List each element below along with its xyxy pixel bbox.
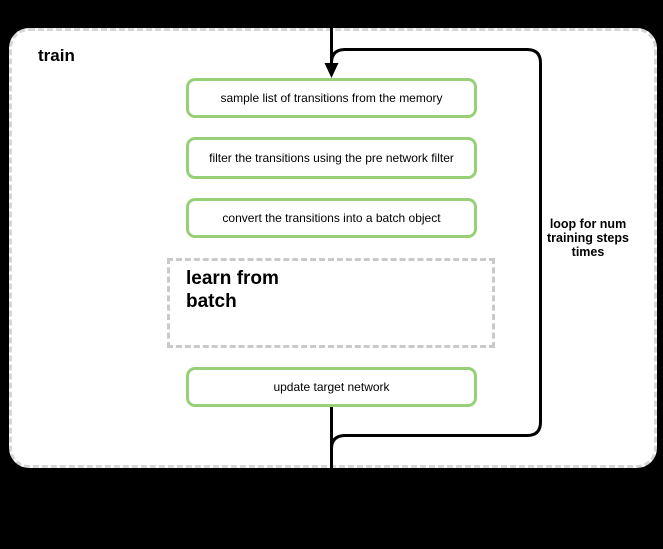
loop-note: loop for num training steps times	[547, 217, 629, 259]
step-convert-batch: convert the transitions into a batch obj…	[186, 198, 477, 238]
step-filter-transitions: filter the transitions using the pre net…	[186, 137, 477, 179]
step-update-target-network: update target network	[186, 367, 477, 407]
arrow-down-icon	[324, 63, 339, 78]
step-label: convert the transitions into a batch obj…	[222, 211, 441, 225]
step-sample-transitions: sample list of transitions from the memo…	[186, 78, 477, 118]
train-label: train	[38, 46, 75, 65]
subprocess-learn-from-batch: learn from batch	[167, 258, 495, 348]
subprocess-label: learn from batch	[186, 268, 279, 312]
loop-outline	[330, 48, 542, 450]
step-label: sample list of transitions from the memo…	[220, 91, 443, 105]
step-label: update target network	[273, 380, 390, 394]
step-label: filter the transitions using the pre net…	[209, 151, 454, 165]
